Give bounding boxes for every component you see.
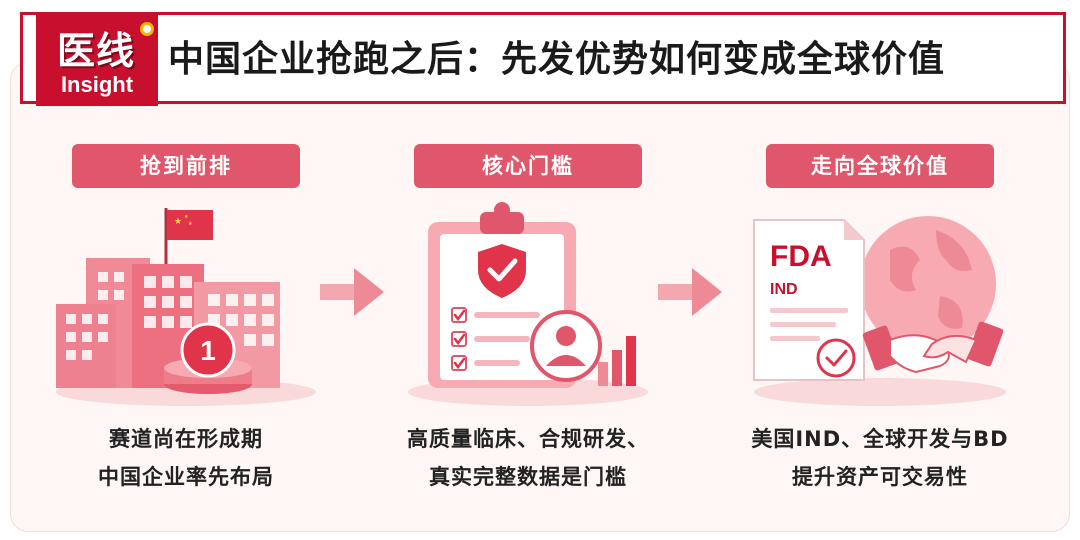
- step-1-line-2: 中国企业率先布局: [98, 465, 274, 489]
- buildings-with-flag-icon: ★ ★ ★ 1: [56, 208, 316, 406]
- step-2-label: 核心门槛: [414, 144, 642, 188]
- page-title: 中国企业抢跑之后：先发优势如何变成全球价值: [168, 39, 946, 80]
- step-2-line-1: 高质量临床、合规研发、: [407, 427, 649, 451]
- right-arrow-icon: [320, 268, 384, 316]
- svg-text:★: ★: [184, 214, 189, 220]
- step-card-2: 核心门槛 高质量临: [407, 144, 648, 504]
- step-3-line-2: 提升资产可交易性: [792, 465, 968, 489]
- rank-badge-number: 1: [200, 335, 216, 366]
- fda-globe-handshake-icon: FDA IND: [753, 216, 1006, 406]
- right-arrow-icon: [658, 268, 722, 316]
- step-1-line-1: 赛道尚在形成期: [109, 427, 263, 451]
- logo-dot-icon: [140, 22, 154, 36]
- step-3-label: 走向全球价值: [766, 144, 994, 188]
- step-card-1: 抢到前排 ★ ★ ★: [56, 144, 316, 504]
- step-2-caption: 高质量临床、合规研发、 真实完整数据是门槛: [378, 420, 678, 496]
- fda-doc-title: FDA: [770, 240, 832, 273]
- step-1-caption: 赛道尚在形成期 中国企业率先布局: [36, 420, 336, 496]
- step-3-caption: 美国IND、全球开发与BD 提升资产可交易性: [730, 420, 1030, 496]
- title-banner: [20, 12, 1066, 104]
- clipboard-checklist-icon: [408, 202, 648, 406]
- step-1-label: 抢到前排: [72, 144, 300, 188]
- brand-logo[interactable]: 医线 Insight: [36, 14, 158, 106]
- logo-english-text: Insight: [60, 72, 134, 97]
- step-2-line-2: 真实完整数据是门槛: [429, 465, 627, 489]
- svg-text:★: ★: [174, 217, 182, 227]
- ind-doc-subtitle: IND: [770, 281, 798, 298]
- step-3-line-1: 美国IND、全球开发与BD: [751, 427, 1009, 451]
- logo-chinese-text: 医线: [56, 29, 135, 73]
- svg-text:★: ★: [188, 221, 193, 227]
- step-card-3: 走向全球价值 FDA IND 美国IND、全球开发与BD 提升资产可交易性: [751, 144, 1008, 504]
